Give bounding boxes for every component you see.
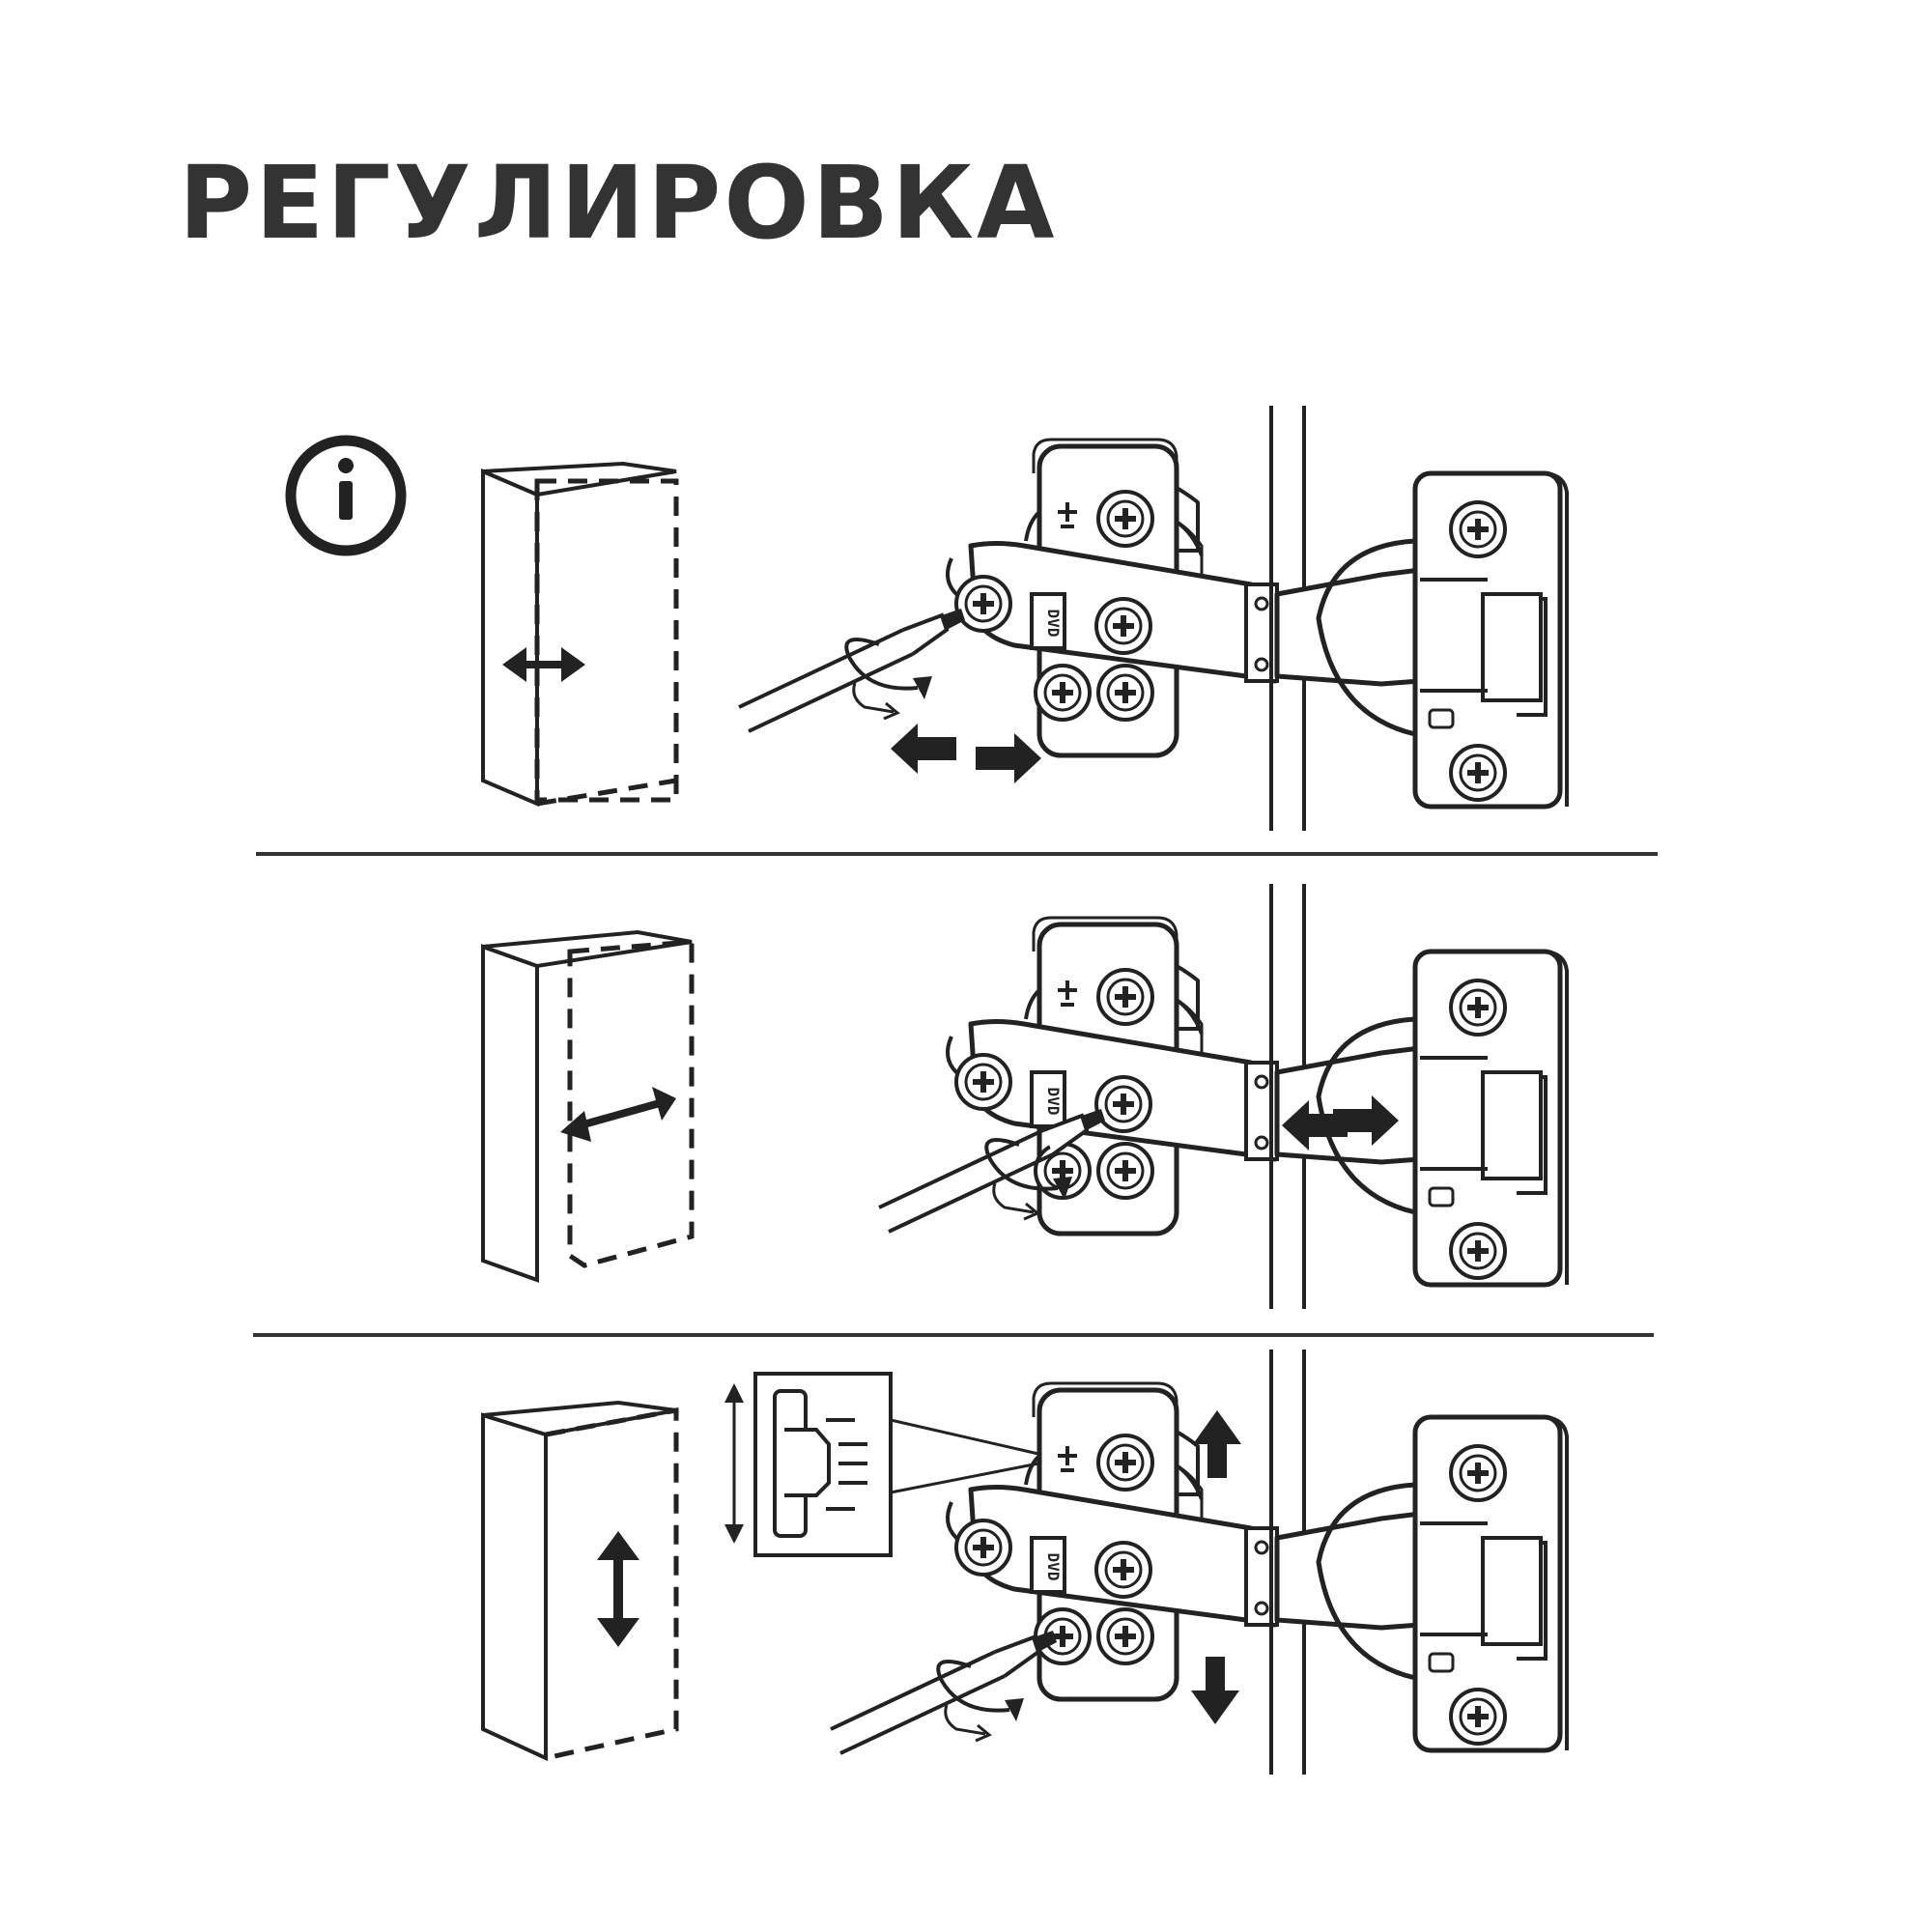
screwdriver-icon <box>829 1629 1059 1755</box>
cabinet-icon <box>481 929 695 1283</box>
row-1-side-adjustment <box>481 406 1567 831</box>
screwdriver-icon <box>737 607 967 733</box>
cabinet-icon <box>481 1400 679 1762</box>
cabinet-icon <box>481 461 679 808</box>
row-2-depth-adjustment <box>481 884 1567 1309</box>
hinge-icon <box>948 406 1567 831</box>
detail-zoom <box>724 1372 1039 1557</box>
arrow-icon <box>502 647 585 682</box>
arrow-icon <box>597 1531 639 1647</box>
arrow-icon <box>1191 1410 1241 1724</box>
info-icon <box>285 435 407 556</box>
hinge-icon <box>948 1350 1567 1775</box>
arrow-icon <box>891 724 1041 783</box>
page-title: РЕГУЛИРОВКА <box>179 144 1058 262</box>
row-3-height-adjustment <box>481 1350 1567 1775</box>
arrow-icon <box>560 1087 676 1142</box>
hinge-icon <box>948 884 1567 1309</box>
